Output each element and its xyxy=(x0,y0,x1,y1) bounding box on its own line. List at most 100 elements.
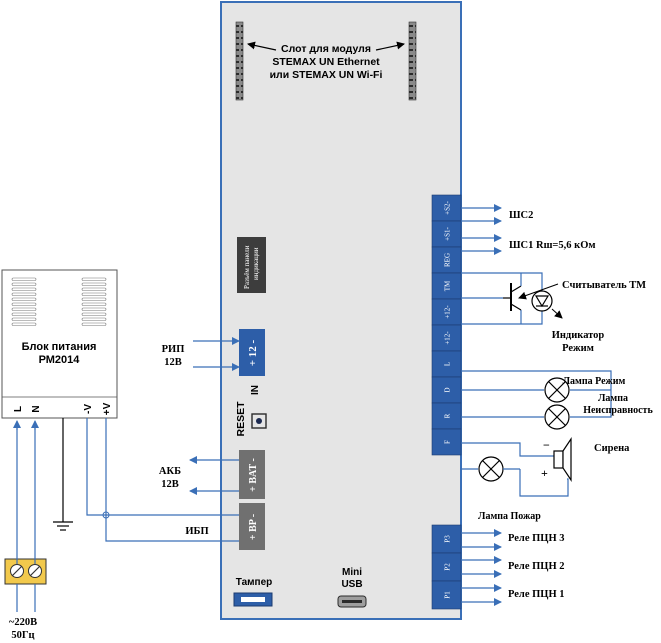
plus12-lamp-bus xyxy=(461,370,612,418)
siren-return-wire xyxy=(519,469,569,497)
mains-frequency-label: 50Гц xyxy=(11,630,34,641)
reader-label: Считыватель ТМ xyxy=(562,280,646,291)
psu-vent-slot xyxy=(11,292,37,296)
relay-terminal-2 xyxy=(431,580,462,610)
psu-pin-2: -V xyxy=(83,404,94,414)
lamp-fire-label: Лампа Пожар xyxy=(478,511,541,522)
svg-text:+: + xyxy=(541,466,548,480)
tamper-switch-slot xyxy=(241,597,265,602)
slot-arrow-right xyxy=(375,41,405,51)
psu-vent-slot xyxy=(81,277,107,281)
right-terminal-label-3: TM xyxy=(444,280,452,291)
relay1-label: Реле ПЦН 1 xyxy=(508,589,565,600)
psu-vent-slot xyxy=(81,317,107,321)
lamp-fault-label-line1: Лампа xyxy=(598,393,628,404)
psu-vent-slot xyxy=(81,312,107,316)
battery-terminal xyxy=(239,450,265,499)
mains-terminal-screw-1 xyxy=(10,564,24,578)
module-slot-line1: Слот для модуля xyxy=(281,43,371,55)
right-terminal-label-4: +12- xyxy=(444,305,452,319)
mini-usb-port-inner xyxy=(342,600,362,603)
relay2-label: Реле ПЦН 2 xyxy=(508,561,565,572)
right-terminal-5 xyxy=(431,324,462,352)
rip-label-line1: РИП xyxy=(162,344,185,355)
tm-reader-symbol xyxy=(503,273,522,311)
battery-label-line2: 12В xyxy=(161,479,179,490)
siren-symbol: − + xyxy=(541,437,572,482)
psu-vent-slot xyxy=(11,297,37,301)
mains-terminal-screw-2 xyxy=(28,564,42,578)
power-input-in-label: IN xyxy=(250,385,261,395)
battery-terminal-label: + BAT - xyxy=(248,458,259,492)
right-terminal-label-1: +S1- xyxy=(444,226,452,240)
lamp-fire-symbol xyxy=(478,456,504,482)
shs2-label: ШС2 xyxy=(509,210,533,221)
module-slot-right-connector xyxy=(408,21,417,101)
ups-terminal-label: + BP - xyxy=(248,514,259,540)
psu-vents xyxy=(11,277,107,326)
battery-label-line1: АКБ xyxy=(159,466,181,477)
reader-pointer xyxy=(518,283,559,300)
psu-vent-slot xyxy=(81,322,107,326)
indicator-label-line1: Индикатор xyxy=(552,330,605,341)
shs1-label: ШС1 Rш=5,6 кОм xyxy=(509,240,596,251)
right-terminal-2 xyxy=(431,246,462,274)
relay-terminal-label-0: P3 xyxy=(444,535,452,543)
indicator-label-line2: Режим xyxy=(562,343,594,354)
indication-connector-line1: Разъём панели xyxy=(243,245,251,289)
right-terminal-9 xyxy=(431,428,462,456)
psu-vent-slot xyxy=(81,307,107,311)
psu-pin-0: L xyxy=(13,406,24,412)
siren-label: Сирена xyxy=(594,443,630,454)
module-slot-line2: STEMAX UN Ethernet xyxy=(272,56,380,68)
wire-psu-minus-v xyxy=(86,418,239,516)
ups-label: ИБП xyxy=(185,526,208,537)
psu-vent-slot xyxy=(11,282,37,286)
relay-terminal-0 xyxy=(431,524,462,554)
right-terminal-1 xyxy=(431,220,462,248)
right-terminal-7 xyxy=(431,376,462,404)
lamp-fault-symbol xyxy=(544,404,570,430)
reset-button-dot xyxy=(256,418,262,424)
right-terminal-4 xyxy=(431,298,462,326)
mode-indicator-led xyxy=(531,290,563,319)
usb-label-line1: Mini xyxy=(342,567,362,578)
slot-arrow-left xyxy=(247,41,277,51)
module-slot-line3: или STEMAX UN Wi-Fi xyxy=(270,69,383,81)
plus12-reader-wire xyxy=(461,311,543,325)
psu-vent-slot xyxy=(81,297,107,301)
right-terminal-label-7: D xyxy=(444,387,452,392)
psu-pin-1: N xyxy=(31,405,42,412)
usb-label-line2: USB xyxy=(341,579,362,590)
psu-vent-slot xyxy=(11,302,37,306)
psu-vent-slot xyxy=(81,287,107,291)
svg-text:−: − xyxy=(543,438,550,452)
psu-vent-slot xyxy=(11,322,37,326)
wire-junction xyxy=(102,511,110,519)
psu-vent-slot xyxy=(11,312,37,316)
psu-pin-labels: L N -V +V xyxy=(13,402,113,415)
psu-pin-3: +V xyxy=(102,402,113,415)
power-input-terminal-label: + 12 - xyxy=(247,339,259,366)
right-terminal-label-2: REG xyxy=(444,253,452,267)
psu-vent-slot xyxy=(81,292,107,296)
module-slot-left-connector xyxy=(235,21,244,101)
right-terminal-8 xyxy=(431,402,462,430)
indication-connector xyxy=(237,237,266,293)
lamp-fault-label-line2: Неисправность xyxy=(583,405,653,416)
wire-psu-plus-v xyxy=(105,418,239,542)
reg-wire xyxy=(461,272,543,291)
psu-vent-slot xyxy=(11,307,37,311)
lamp-mode-symbol xyxy=(544,377,570,403)
right-terminal-label-5: +12- xyxy=(444,331,452,345)
relay3-label: Реле ПЦН 3 xyxy=(508,533,565,544)
mains-voltage-label: ~220В xyxy=(9,617,37,628)
right-terminal-label-0: +S2- xyxy=(444,200,452,214)
psu-vent-slot xyxy=(11,277,37,281)
ups-terminal xyxy=(239,503,265,550)
psu-vent-slot xyxy=(81,282,107,286)
psu-title-line1: Блок питания xyxy=(22,341,97,353)
